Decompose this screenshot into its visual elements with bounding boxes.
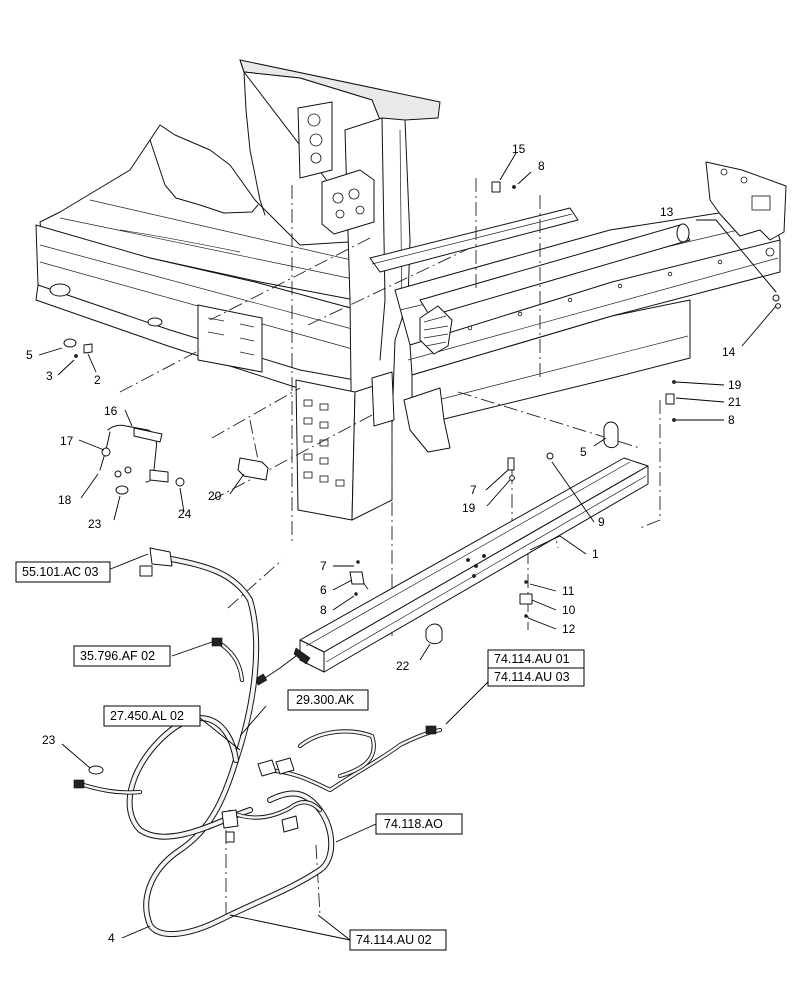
wire-harness (73, 547, 443, 938)
svg-text:27.450.AL 02: 27.450.AL 02 (110, 709, 184, 723)
hardware (63, 181, 781, 775)
svg-text:35.796.AF 02: 35.796.AF 02 (80, 649, 155, 663)
part-label-23: 23 (88, 517, 102, 531)
part-label-9: 9 (598, 515, 605, 529)
part-label-5: 5 (26, 348, 33, 362)
part-label-16: 16 (104, 404, 118, 418)
svg-text:74.114.AU 01: 74.114.AU 01 (494, 652, 570, 666)
ref-box-35-796-af-02: 35.796.AF 02 (73, 645, 171, 667)
valve-block (321, 169, 375, 235)
part-label-8-lower: 8 (320, 603, 327, 617)
part-label-6: 6 (320, 583, 327, 597)
part-label-15: 15 (512, 142, 526, 156)
ref-box-74-118-ao: 74.118.AO (375, 813, 463, 835)
part-label-19-right: 19 (728, 378, 742, 392)
part-label-8-top: 8 (538, 159, 545, 173)
beam-holes (467, 259, 723, 331)
bolt-holes (303, 399, 345, 487)
ref-box-74-114-au-01: 74.114.AU 01 (487, 649, 585, 669)
part-label-3: 2 (94, 373, 101, 387)
cross-bar (254, 457, 649, 686)
alignment-lines (119, 178, 661, 916)
part-label-7-lower: 7 (320, 559, 327, 573)
ref-box-74-114-au-03: 74.114.AU 03 (487, 667, 585, 687)
svg-text:74.114.AU 02: 74.114.AU 02 (356, 933, 432, 947)
svg-text:29.300.AK: 29.300.AK (296, 693, 355, 707)
part-label-7-center: 7 (470, 483, 477, 497)
reference-boxes: 55.101.AC 03 35.796.AF 02 27.450.AL 02 2… (15, 561, 585, 951)
part-label-8-right: 8 (728, 413, 735, 427)
part-label-21: 21 (728, 395, 742, 409)
part-label-18: 18 (58, 493, 72, 507)
harness-connectors (73, 547, 437, 843)
part-label-11: 11 (562, 584, 575, 598)
ref-box-29-300-ak: 29.300.AK (287, 689, 369, 711)
part-label-23-lower: 23 (42, 733, 56, 747)
part-label-1: 4 (108, 931, 115, 945)
leader-lines (38, 152, 777, 941)
part-label-13: 13 (660, 205, 674, 219)
svg-text:55.101.AC 03: 55.101.AC 03 (22, 565, 98, 579)
ref-box-27-450-al-02: 27.450.AL 02 (103, 705, 201, 727)
svg-text:74.114.AU 03: 74.114.AU 03 (494, 670, 570, 684)
part-label-10: 10 (562, 603, 576, 617)
part-label-14: 14 (722, 345, 736, 359)
part-label-2: 1 (592, 547, 599, 561)
part-label-19-center: 19 (462, 501, 476, 515)
part-label-24: 24 (178, 507, 192, 521)
part-label-5-right: 5 (580, 445, 587, 459)
part-number-labels: 5 3 2 16 17 18 23 24 20 15 8 13 14 19 21… (26, 142, 742, 945)
drive-coupling (419, 305, 453, 355)
frame-assembly (35, 59, 787, 521)
svg-text:74.118.AO: 74.118.AO (384, 817, 443, 831)
end-bracket (705, 161, 787, 257)
part-label-4: 3 (46, 369, 53, 383)
ref-box-74-114-au-02: 74.114.AU 02 (349, 929, 447, 951)
part-label-20: 20 (208, 489, 222, 503)
part-label-17: 17 (60, 434, 74, 448)
part-label-22: 22 (396, 659, 410, 673)
part-label-12: 12 (562, 622, 576, 636)
ref-box-55-101-ac-03: 55.101.AC 03 (15, 561, 111, 583)
